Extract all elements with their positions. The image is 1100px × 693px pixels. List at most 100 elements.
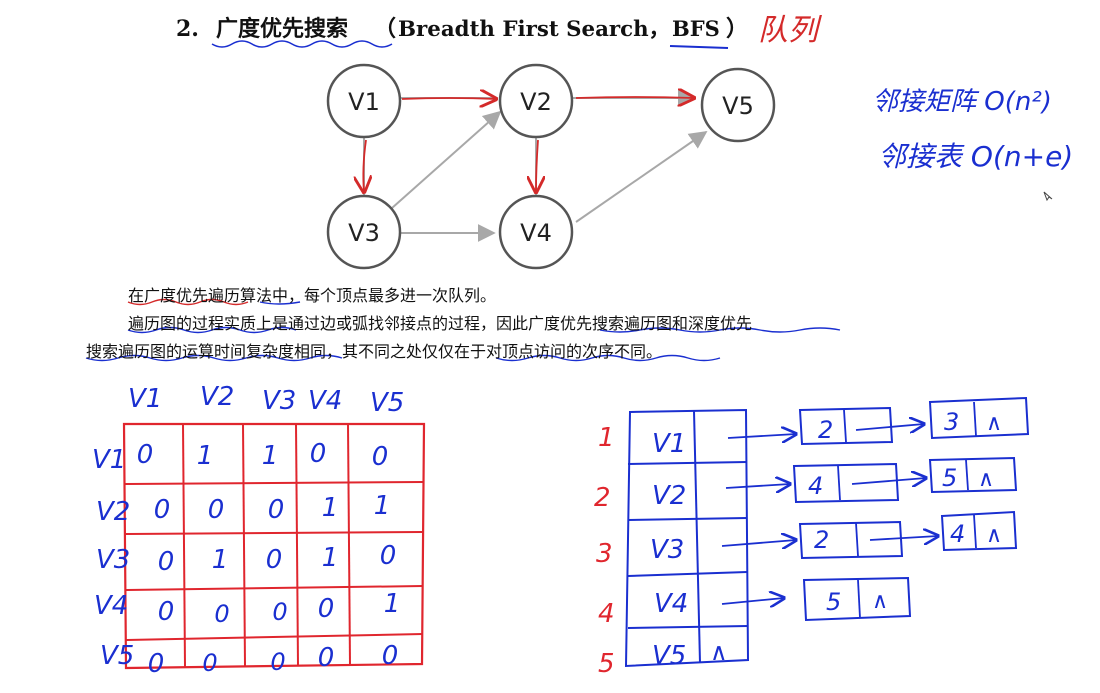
node-v3: V3 [326, 194, 402, 270]
edge-v4-v5 [575, 130, 708, 223]
paragraph-queue-note: 在广度优先遍历算法中，每个顶点最多进一次队列。 [128, 286, 497, 305]
edge-node-value: 2 [814, 526, 829, 554]
node-v2-label: V2 [520, 88, 552, 116]
head-pointer-arrow [725, 484, 790, 488]
list-index: 5 [598, 649, 615, 679]
mouse-cursor-icon [1043, 191, 1053, 202]
matrix-cell: 0 [202, 649, 217, 677]
p2-line2-underline-mark [85, 354, 343, 362]
title-abbr: BFS [672, 16, 720, 41]
edge-node-value: 2 [818, 416, 833, 444]
matrix-row-header: V1 [92, 445, 126, 475]
matrix-vline-3 [295, 423, 299, 667]
bfs-step-v1-v3 [363, 139, 366, 192]
edge-node-box [798, 406, 894, 446]
matrix-cell: 0 [318, 643, 335, 673]
matrix-cell: 0 [148, 649, 165, 679]
node-v3-label: V3 [348, 219, 380, 247]
matrix-cell: 0 [154, 495, 171, 525]
head-pointer-arrow [721, 540, 796, 546]
matrix-cell: 0 [208, 495, 225, 525]
title-underline-mark [211, 40, 393, 48]
edge-node-divider [843, 409, 847, 443]
edge-null-pointer: ∧ [872, 589, 888, 614]
paragraph-traversal-line2: 搜索遍历图的运算时间复杂度相同，其不同之处仅仅在于对顶点访问的次序不同。 [86, 342, 663, 361]
edge-null-pointer: ∧ [986, 523, 1002, 548]
matrix-cell: 0 [382, 641, 399, 671]
matrix-hline-1 [123, 481, 425, 485]
head-array-divider [693, 410, 701, 664]
matrix-row-header: V4 [94, 591, 128, 621]
edge-node-value: 4 [950, 520, 965, 548]
edge-null-pointer: ∧ [978, 467, 994, 492]
matrix-complexity-note: 邻接矩阵 O(n²) [872, 87, 1052, 117]
edge-node-divider [965, 459, 969, 491]
matrix-hline-2 [124, 531, 424, 535]
edge-next-arrow [851, 478, 926, 484]
edge-node-box [940, 510, 1018, 552]
p2-underline-mark [127, 326, 297, 334]
p2-line2-underline-mark-2 [495, 354, 721, 362]
edge-node-value: 5 [826, 588, 841, 616]
edge-next-arrow [869, 536, 938, 540]
head-vertex: V1 [652, 429, 686, 459]
title-close-paren: ） [726, 16, 748, 42]
p1-underline-mark-2 [259, 301, 301, 305]
node-v4: V4 [498, 194, 574, 270]
matrix-cell: 1 [322, 493, 339, 523]
head-array-row-line [627, 571, 748, 577]
head-array-row-line [627, 517, 748, 521]
title-chinese: 广度优先搜索 [216, 16, 348, 42]
edge-node-divider [855, 522, 859, 557]
matrix-hline-4 [124, 633, 424, 641]
head-pointer-arrow [721, 598, 784, 604]
matrix-vline-1 [182, 423, 186, 668]
head-array-row-line [627, 625, 749, 629]
edge-node-value: 5 [942, 464, 957, 492]
matrix-cell: 0 [158, 597, 175, 627]
matrix-cell: 0 [158, 547, 175, 577]
matrix-cell: 0 [266, 545, 283, 575]
edge-node-divider [973, 514, 977, 549]
edge-v3-v2 [391, 110, 502, 209]
bfs-step-v2-v4 [536, 139, 538, 192]
matrix-cell: 1 [384, 589, 401, 619]
matrix-col-header: V3 [262, 386, 296, 416]
matrix-cell: 1 [374, 491, 391, 521]
head-null-pointer: ∧ [710, 638, 728, 666]
head-array-border [624, 408, 750, 668]
matrix-cell: 0 [270, 648, 285, 676]
head-pointer-arrow [727, 434, 796, 438]
edge-node-box [802, 576, 912, 622]
matrix-col-header: V4 [308, 386, 342, 416]
matrix-cell: 0 [268, 495, 285, 525]
matrix-vline-4 [347, 423, 351, 666]
title-number: 2. [176, 16, 199, 42]
edge-next-arrow [855, 424, 924, 430]
title-english: Breadth First Search， [398, 16, 670, 41]
matrix-row-header: V3 [96, 545, 130, 575]
edge-node-box [792, 462, 900, 504]
bfs-step-v1-v2 [401, 98, 496, 99]
matrix-cell: 1 [212, 545, 229, 575]
list-index: 1 [598, 423, 615, 453]
bfs-graph: V1 V2 V5 V3 V4 [326, 63, 776, 270]
matrix-cell: 1 [322, 543, 339, 573]
paragraph-traversal-line1: 遍历图的过程实质上是通过边或弧找邻接点的过程，因此广度优先搜索遍历图和深度优先 [128, 314, 753, 333]
matrix-cell: 0 [214, 600, 229, 628]
matrix-hline-3 [124, 585, 424, 591]
p2-underline-mark-2 [599, 327, 841, 333]
matrix-border [122, 422, 426, 670]
edge-null-pointer: ∧ [986, 411, 1002, 436]
adjacency-matrix: V1 V2 V3 V4 V5 V1 V2 V3 V4 V5 0 1 1 0 0 … [92, 382, 426, 679]
edge-node-box [928, 456, 1018, 494]
node-v1: V1 [326, 63, 402, 139]
list-index: 2 [594, 483, 611, 513]
list-index: 3 [596, 539, 613, 569]
bfs-step-v2-v5 [575, 97, 694, 98]
bfs-underline-mark [669, 45, 729, 49]
node-v5-label: V5 [722, 92, 754, 120]
list-complexity-note: 邻接表 O(n+e) [878, 140, 1073, 173]
matrix-col-header: V5 [370, 388, 404, 418]
